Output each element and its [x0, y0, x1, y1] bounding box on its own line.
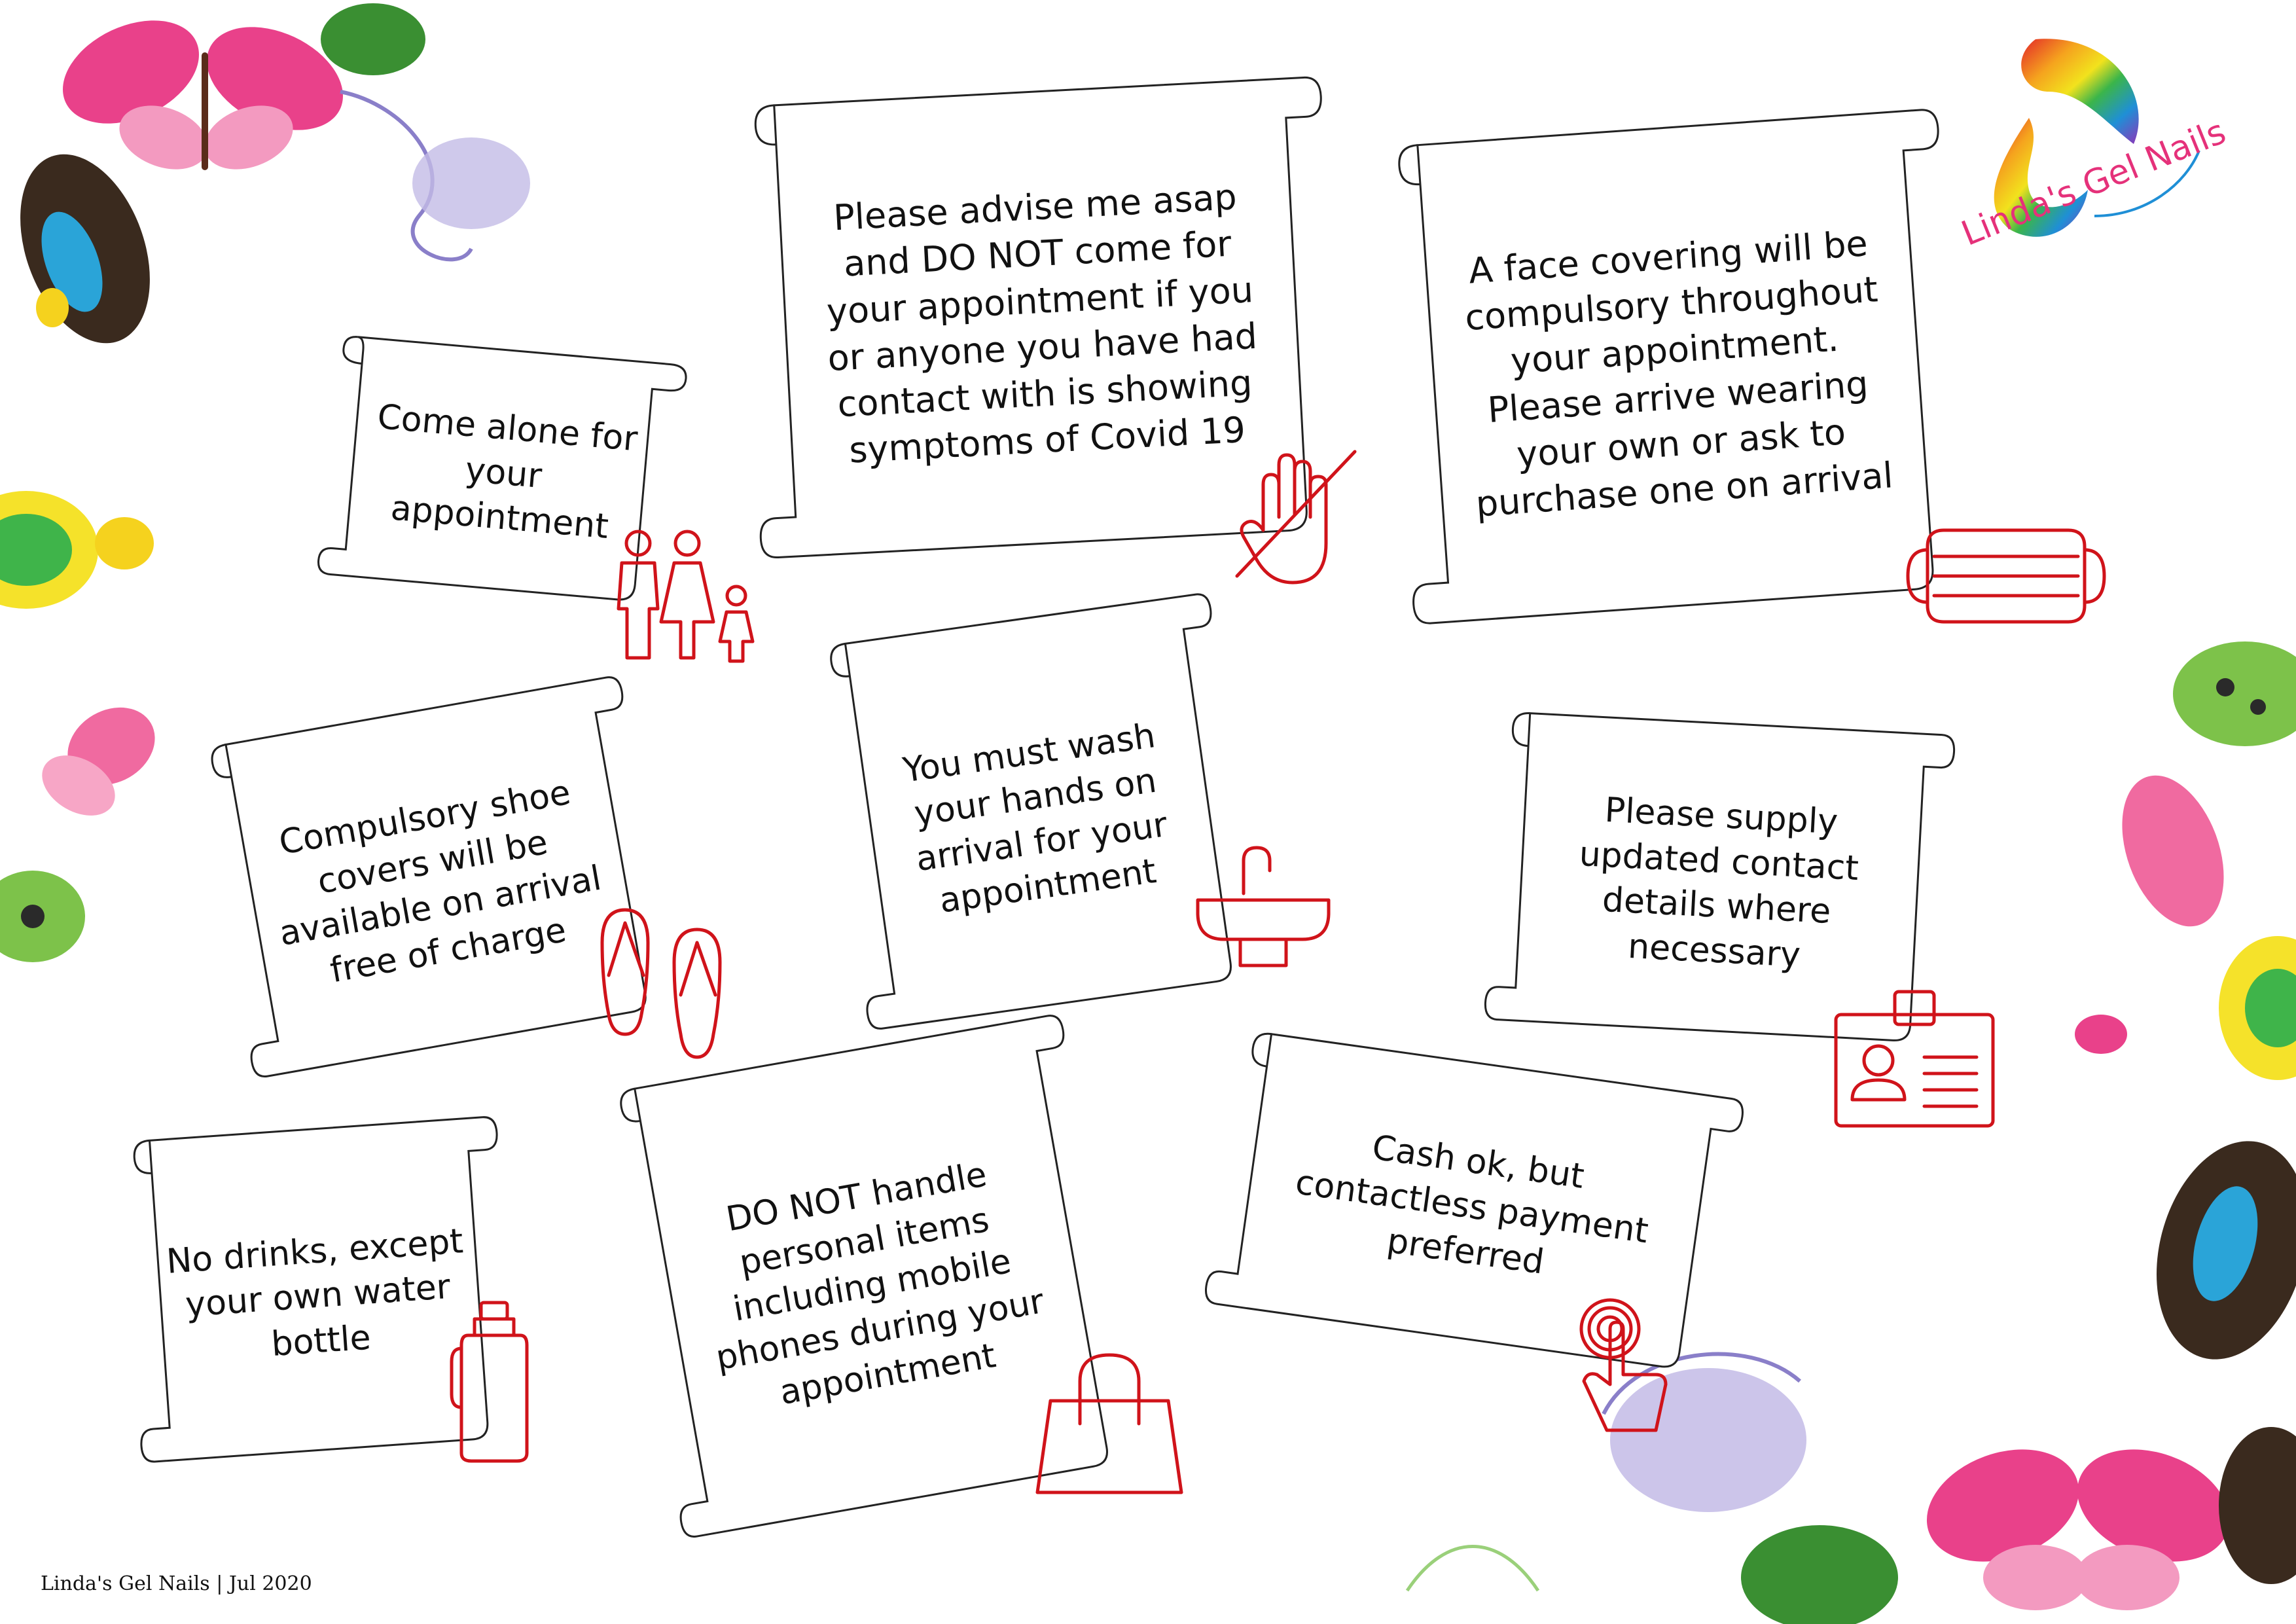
butterfly-decoration-right [2075, 641, 2296, 1360]
family-icon [617, 530, 755, 663]
notice-face-covering: A face covering will be compulsory throu… [1371, 88, 1981, 638]
notice-covid-symptoms: Please advise me asap and DO NOT come fo… [727, 56, 1354, 571]
face-mask-icon [1906, 528, 2106, 624]
sink-tap-icon [1196, 846, 1331, 967]
notice-text: Come alone for your appointment [376, 397, 639, 547]
notice-text: No drinks, except your own water bottle [165, 1221, 465, 1365]
notice-text: Please advise me asap and DO NOT come fo… [825, 176, 1259, 471]
butterfly-decoration-left [0, 491, 155, 962]
notice-text: DO NOT handle personal items including m… [713, 1155, 1047, 1413]
notice-text: A face covering will be compulsory throu… [1463, 222, 1895, 525]
no-hand-icon [1235, 450, 1357, 585]
notice-come-alone: Come alone for your appointment [310, 321, 698, 614]
water-bottle-icon [450, 1301, 529, 1463]
notice-payment: Cash ok, but contactless payment preferr… [1192, 1013, 1753, 1390]
butterfly-decoration-bottom-right [1405, 1352, 2296, 1624]
notice-contact-details: Please supply updated contact details wh… [1474, 695, 1962, 1060]
contactless-tap-icon [1579, 1298, 1668, 1432]
handbag-icon [1035, 1353, 1183, 1494]
notice-wash-hands: You must wash your hands on arrival for … [804, 575, 1271, 1047]
notice-no-drinks: No drinks, except your own water bottle [109, 1100, 526, 1480]
butterfly-decoration-top-left [20, 3, 530, 344]
lindas-gel-nails-logo [1994, 39, 2200, 237]
flip-flops-icon [600, 908, 722, 1059]
notice-personal-items: DO NOT handle personal items including m… [593, 996, 1147, 1557]
id-card-icon [1834, 990, 1995, 1128]
footer-text: Linda's Gel Nails | Jul 2020 [41, 1572, 312, 1595]
notice-text: Please supply updated contact details wh… [1578, 790, 1860, 975]
notice-text: You must wash your hands on arrival for … [901, 715, 1170, 922]
